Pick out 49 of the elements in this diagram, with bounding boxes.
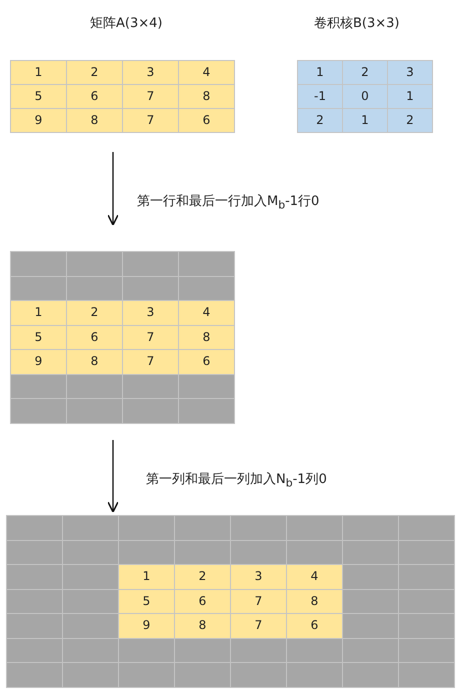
- matrix-cell: 7: [230, 588, 287, 614]
- matrix-cell: 6: [178, 349, 235, 374]
- matrix-cell: 2: [174, 564, 231, 590]
- matrix-cell: 2: [297, 108, 343, 133]
- matrix-cell: 6: [174, 588, 231, 614]
- matrix-cell: 1: [118, 564, 175, 590]
- matrix-cell: 7: [230, 613, 287, 638]
- matrix-cell: 6: [66, 324, 123, 350]
- matrix-cell: 0: [342, 84, 388, 109]
- matrix-cell: 6: [286, 613, 343, 638]
- matrix-cell: 2: [387, 108, 433, 133]
- matrix-cell: 8: [66, 349, 123, 374]
- matrix-cell: 5: [118, 588, 175, 614]
- matrix-cell: 7: [122, 324, 179, 350]
- matrix-cell: 4: [286, 564, 343, 590]
- matrix-cell: 3: [230, 564, 287, 590]
- matrix-cell: 5: [10, 84, 67, 109]
- matrix-cell: 6: [178, 108, 235, 133]
- matrix-cell: 1: [387, 84, 433, 109]
- matrix-cell: -1: [297, 84, 343, 109]
- matrix-cell: 2: [66, 300, 123, 326]
- matrix-cell: 8: [174, 613, 231, 638]
- matrix-cell: 3: [387, 60, 433, 85]
- matrix-cell: 7: [122, 108, 179, 133]
- matrix-cell: 3: [122, 60, 179, 85]
- matrix-cell: 5: [10, 324, 67, 350]
- matrix-title: 矩阵A(3×4): [90, 15, 162, 32]
- matrix-cell: 9: [118, 613, 175, 638]
- matrix-cell: 2: [66, 60, 123, 85]
- kernel-title: 卷积核B(3×3): [314, 15, 400, 32]
- step-annotation: 第一行和最后一行加入M$_{b}$-1行0: [137, 193, 320, 212]
- matrix-cell: 1: [342, 108, 388, 133]
- matrix-cell: 4: [178, 60, 235, 85]
- matrix-cell: 7: [122, 84, 179, 109]
- step-annotation: 第一列和最后一列加入N$_{b}$-1列0: [146, 471, 327, 490]
- matrix-cell: 9: [10, 349, 67, 374]
- matrix-cell: 1: [10, 300, 67, 326]
- matrix-cell: 8: [66, 108, 123, 133]
- matrix-cell: 4: [178, 300, 235, 326]
- matrix-cell: 3: [122, 300, 179, 326]
- matrix-cell: 1: [10, 60, 67, 85]
- matrix-cell: 6: [66, 84, 123, 109]
- matrix-cell: 1: [297, 60, 343, 85]
- matrix-cell: 8: [178, 324, 235, 350]
- matrix-cell: 9: [10, 108, 67, 133]
- matrix-cell: 8: [178, 84, 235, 109]
- matrix-cell: 7: [122, 349, 179, 374]
- matrix-cell: 2: [342, 60, 388, 85]
- matrix-cell: 8: [286, 588, 343, 614]
